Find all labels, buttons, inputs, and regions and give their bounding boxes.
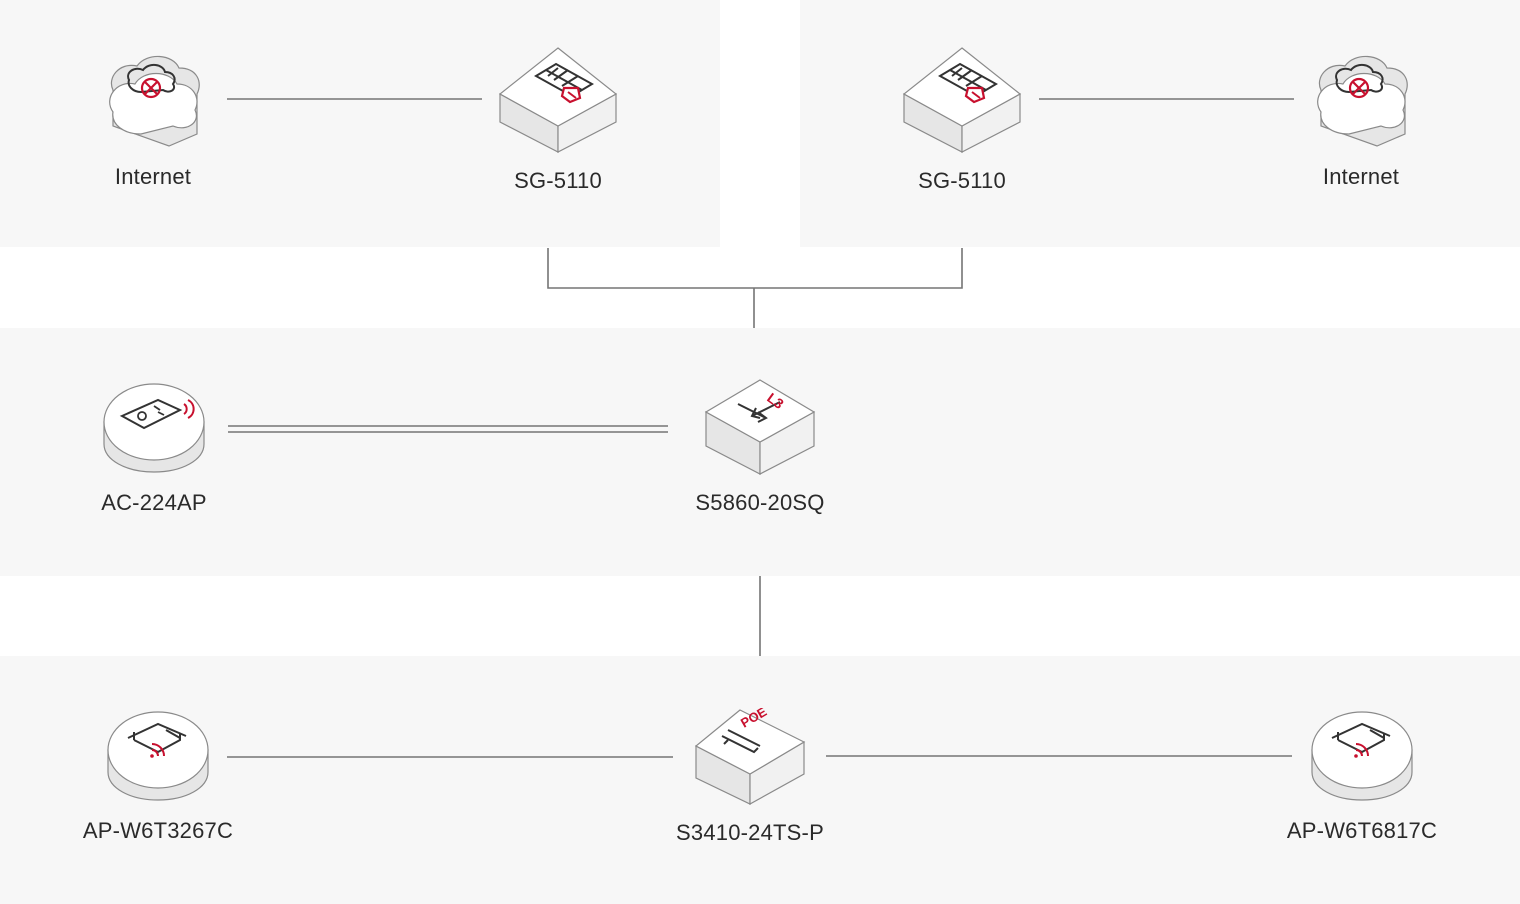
poe-switch-icon: POE <box>694 708 806 806</box>
node-firewall-right[interactable]: SG-5110 <box>862 46 1062 194</box>
node-wireless-controller[interactable]: AC-224AP <box>54 382 254 516</box>
node-label: S3410-24TS-P <box>676 820 824 845</box>
node-firewall-left[interactable]: SG-5110 <box>458 46 658 194</box>
node-label: AP-W6T3267C <box>82 818 234 843</box>
node-access-point-left[interactable]: AP-W6T3267C <box>58 710 258 844</box>
node-access-point-right[interactable]: AP-W6T6817C <box>1262 710 1462 844</box>
firewall-gateway-icon <box>498 47 618 153</box>
node-label: Internet <box>114 164 192 189</box>
access-point-icon <box>1311 711 1413 801</box>
node-label: AC-224AP <box>101 490 207 515</box>
node-label: Internet <box>1322 164 1400 189</box>
node-label: S5860-20SQ <box>695 490 825 515</box>
l3-badge: L3 <box>764 389 787 412</box>
node-internet-right[interactable]: Internet <box>1261 50 1461 190</box>
node-core-switch[interactable]: L3 S5860-20SQ <box>660 378 860 516</box>
cloud-internet-icon <box>1317 55 1408 147</box>
wireless-controller-icon <box>103 383 205 473</box>
access-point-icon <box>107 711 209 801</box>
l3-switch-icon: L3 <box>704 379 816 475</box>
cloud-internet-icon <box>109 55 200 147</box>
link-firewalls-to-core-switch <box>547 248 963 289</box>
node-label: AP-W6T6817C <box>1286 818 1438 843</box>
node-poe-switch[interactable]: POE S3410-24TS-P <box>650 708 850 846</box>
node-label: SG-5110 <box>514 168 602 193</box>
node-internet-left[interactable]: Internet <box>53 50 253 190</box>
node-label: SG-5110 <box>918 168 1006 193</box>
firewall-gateway-icon <box>902 47 1022 153</box>
